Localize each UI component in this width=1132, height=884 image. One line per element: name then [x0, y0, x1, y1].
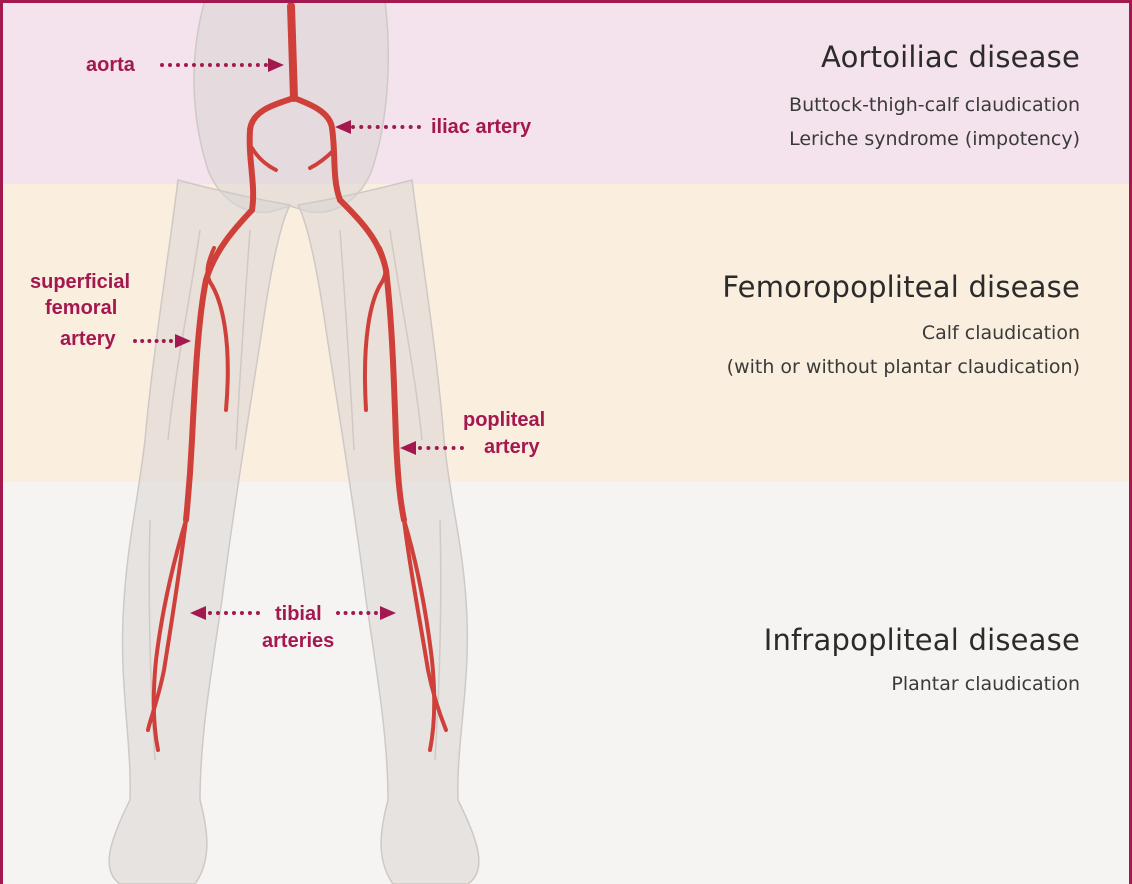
infrapopliteal-region-text: Infrapopliteal disease Plantar claudicat…: [764, 623, 1080, 701]
superficial-femoral-pointer-arrow: [133, 334, 193, 348]
superficial-femoral-label-line3: artery: [60, 328, 116, 350]
aortoiliac-region-text: Aortoiliac disease Buttock-thigh-calf cl…: [789, 40, 1080, 156]
femoropopliteal-symptom-1: Calf claudication: [722, 316, 1080, 350]
femoropopliteal-symptom-2: (with or without plantar claudication): [722, 350, 1080, 384]
femoropopliteal-region-text: Femoropopliteal disease Calf claudicatio…: [722, 270, 1080, 384]
aortoiliac-symptom-2: Leriche syndrome (impotency): [789, 122, 1080, 156]
femoropopliteal-title: Femoropopliteal disease: [722, 270, 1080, 304]
superficial-femoral-label-line1: superficial: [30, 271, 130, 293]
infrapopliteal-symptom-1: Plantar claudication: [764, 667, 1080, 701]
tibial-left-pointer-arrow: [190, 606, 265, 620]
iliac-pointer-arrow: [335, 120, 425, 134]
tibial-right-pointer-arrow: [336, 606, 398, 620]
aortoiliac-symptom-1: Buttock-thigh-calf claudication: [789, 88, 1080, 122]
infrapopliteal-title: Infrapopliteal disease: [764, 623, 1080, 657]
superficial-femoral-label-line2: femoral: [45, 297, 117, 319]
popliteal-label-line1: popliteal: [463, 409, 545, 431]
aorta-pointer-arrow: [160, 58, 285, 72]
popliteal-pointer-arrow: [400, 441, 468, 455]
right-leg-outline: [109, 180, 290, 884]
popliteal-label-line2: artery: [484, 436, 540, 458]
aortoiliac-title: Aortoiliac disease: [789, 40, 1080, 74]
iliac-artery-label: iliac artery: [431, 116, 531, 138]
tibial-label-line2: arteries: [262, 630, 334, 652]
aorta-label: aorta: [86, 54, 135, 76]
tibial-label-line1: tibial: [275, 603, 322, 625]
aorta-vessel: [291, 6, 294, 98]
